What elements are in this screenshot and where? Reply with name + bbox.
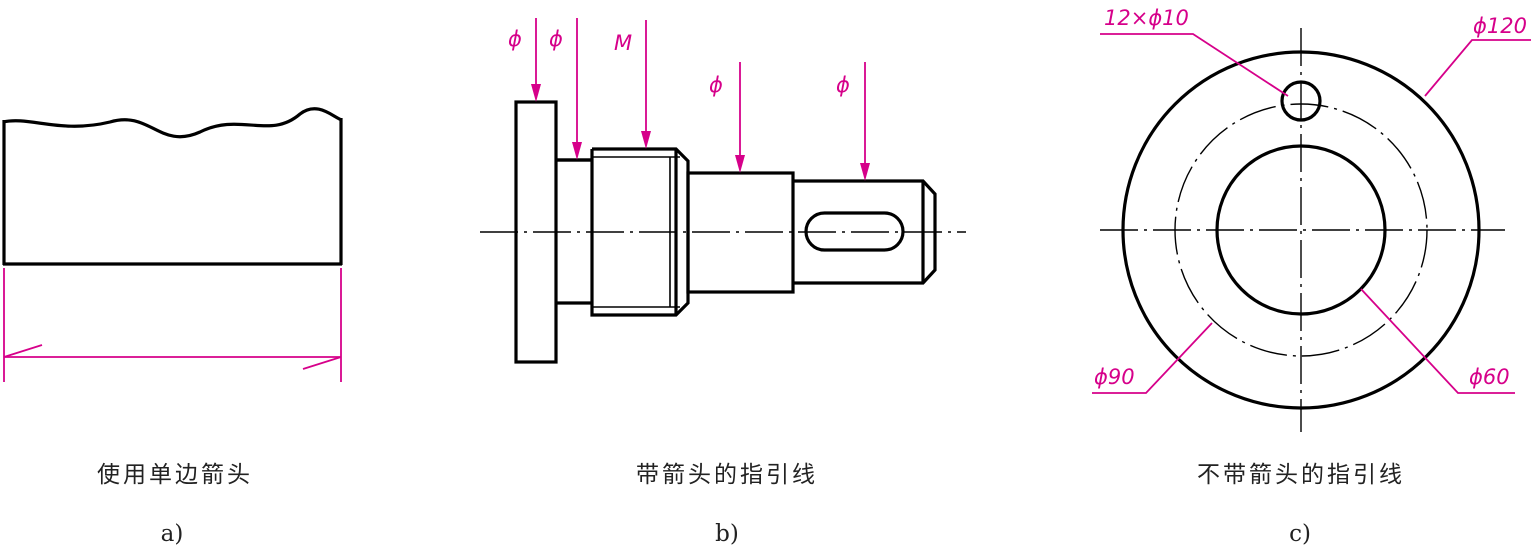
pitch-dimension: ϕ90 xyxy=(1094,365,1135,389)
leader-5-text: ϕ xyxy=(836,73,850,97)
leader-3-text: M xyxy=(614,31,632,55)
leader-bore: ϕ60 xyxy=(1360,288,1515,394)
panel-a: 使用单边箭头 a) xyxy=(2,107,343,547)
panel-c: 12×ϕ10 ϕ120 ϕ90 ϕ60 不带箭头的指引线 c) xyxy=(1092,6,1531,547)
outer-dimension: ϕ120 xyxy=(1473,14,1527,38)
leader-pitch: ϕ90 xyxy=(1092,322,1213,394)
leader-2: ϕ xyxy=(549,18,582,160)
leader-1-text: ϕ xyxy=(508,27,522,51)
leader-outer: ϕ120 xyxy=(1424,14,1531,97)
leader-2-text: ϕ xyxy=(549,27,563,51)
shaft-end xyxy=(793,179,937,285)
panel-b: ϕ ϕ M ϕ ϕ 带箭头的指引线 b) xyxy=(480,18,966,547)
hole-dimension: 12×ϕ10 xyxy=(1104,6,1189,30)
label-b: b) xyxy=(715,521,739,547)
keyway-slot xyxy=(804,211,905,252)
bolt-hole xyxy=(1280,80,1322,122)
shaft-middle xyxy=(686,171,795,294)
leader-5: ϕ xyxy=(836,62,870,181)
single-arrow-right xyxy=(302,356,342,370)
label-a: a) xyxy=(161,521,184,547)
break-line xyxy=(2,107,343,139)
bore-circle xyxy=(1215,144,1387,316)
caption-b: 带箭头的指引线 xyxy=(636,462,818,488)
outer-circle xyxy=(1121,50,1481,410)
pitch-circle xyxy=(1174,103,1428,357)
leader-4-text: ϕ xyxy=(709,73,723,97)
single-arrow-left xyxy=(3,344,43,358)
leader-3: M xyxy=(614,20,651,149)
bore-dimension: ϕ60 xyxy=(1469,365,1510,389)
label-c: c) xyxy=(1289,521,1311,547)
leader-hole: 12×ϕ10 xyxy=(1100,6,1289,97)
leader-4: ϕ xyxy=(709,62,745,173)
caption-c: 不带箭头的指引线 xyxy=(1197,462,1405,488)
leader-1: ϕ xyxy=(508,18,541,102)
caption-a: 使用单边箭头 xyxy=(97,462,253,488)
